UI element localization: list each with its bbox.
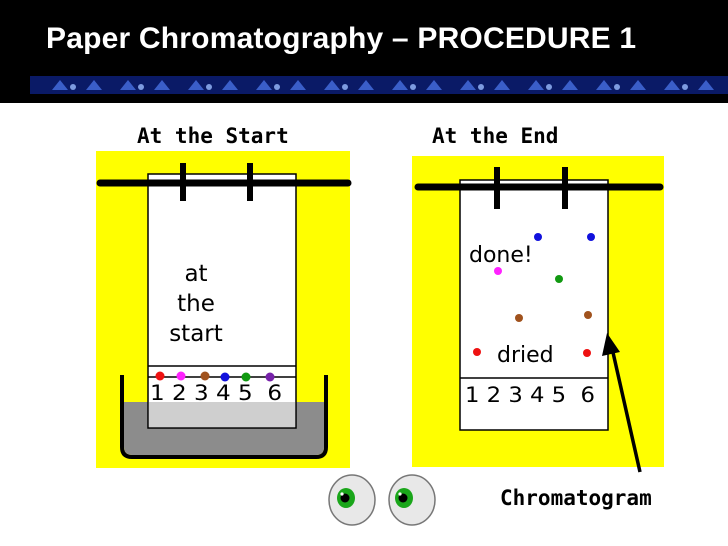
end-heading: At the End <box>432 124 559 148</box>
dried-text: dried <box>497 343 554 368</box>
developed-spot <box>583 349 591 357</box>
end-panel: done! dried 1 2 3 4 5 6 <box>412 156 664 467</box>
sample-spot <box>200 371 210 381</box>
lane-numbers: 1 2 3 4 5 6 <box>465 383 595 407</box>
start-paper <box>147 173 297 429</box>
paper-text-line: the <box>177 291 215 317</box>
start-panel: at the start 1 2 3 4 5 6 <box>96 151 352 468</box>
developed-spot <box>494 267 502 275</box>
arrow-icon <box>602 333 642 473</box>
sample-spot <box>220 372 230 382</box>
end-paper <box>459 179 609 431</box>
sample-spot <box>155 371 165 381</box>
developed-spot <box>587 233 595 241</box>
developed-spot <box>555 275 563 283</box>
start-heading: At the Start <box>137 124 289 148</box>
sample-spot <box>176 371 186 381</box>
developed-spot <box>515 314 523 322</box>
developed-spot <box>534 233 542 241</box>
slide-title: Paper Chromatography – PROCEDURE 1 <box>46 22 637 55</box>
paper-text-line: at <box>184 261 207 287</box>
lane-numbers: 1 2 3 4 5 6 <box>150 381 282 405</box>
done-text: done! <box>469 243 533 268</box>
paper-wet-area <box>149 402 295 427</box>
eyes-icon <box>328 474 436 526</box>
beaker <box>120 375 328 459</box>
developed-spot <box>473 348 481 356</box>
sample-spot <box>265 372 275 382</box>
sample-spot <box>241 372 251 382</box>
developed-spot <box>584 311 592 319</box>
title-decorative-strip <box>30 76 728 94</box>
paper-text-line: start <box>169 321 223 347</box>
chromatogram-label: Chromatogram <box>500 486 652 510</box>
